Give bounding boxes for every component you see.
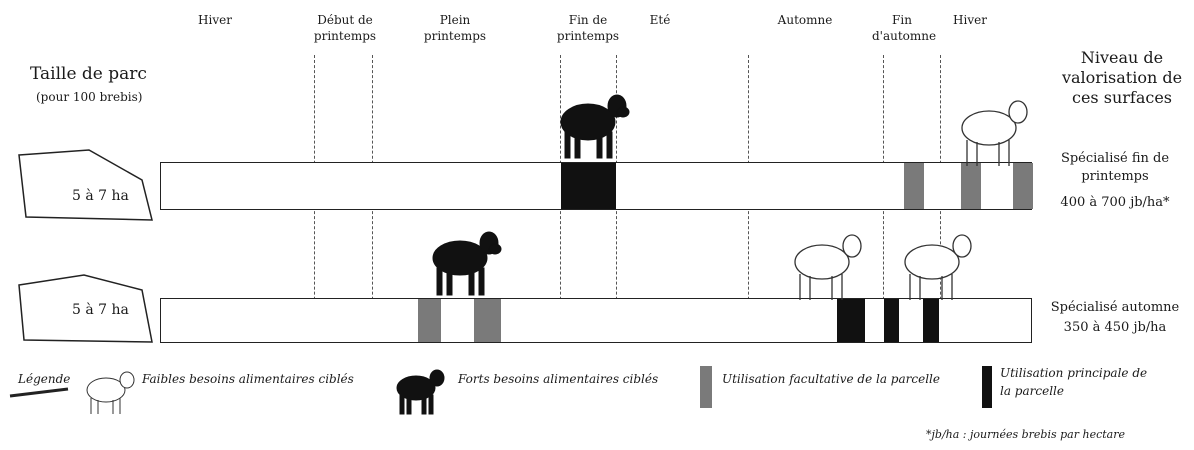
legend-main-swatch bbox=[982, 366, 992, 408]
main-use-segment bbox=[923, 299, 939, 342]
legend-white-sheep-icon bbox=[86, 371, 135, 414]
footnote: *jb/ha : journées brebis par hectare bbox=[926, 428, 1125, 441]
timeline-bar-row1 bbox=[160, 162, 1033, 210]
optional-use-segment bbox=[474, 299, 501, 342]
parcel-area-row2: 5 à 7 ha bbox=[72, 302, 129, 318]
black-sheep-icon bbox=[560, 94, 630, 159]
season-hiver-1: Hiver bbox=[198, 13, 232, 27]
park-size-title: Taille de parc bbox=[30, 64, 147, 84]
legend-strong-needs: Forts besoins alimentaires ciblés bbox=[458, 372, 659, 386]
black-sheep-icon bbox=[432, 231, 502, 296]
parcel-area-row1: 5 à 7 ha bbox=[72, 188, 129, 204]
row1-label-main: Spécialisé fin de printemps bbox=[1060, 151, 1170, 184]
main-use-segment bbox=[884, 299, 899, 342]
legend-underline bbox=[9, 387, 69, 398]
legend-weak-needs: Faibles besoins alimentaires ciblés bbox=[142, 372, 354, 386]
main-use-segment bbox=[837, 299, 865, 342]
season-ete: Eté bbox=[649, 13, 671, 27]
row2-label-value: 350 à 450 jb/ha bbox=[1063, 320, 1167, 335]
season-fin-printemps: Fin de printemps bbox=[556, 13, 620, 43]
parcel-shape-row1 bbox=[18, 149, 153, 221]
white-sheep-icon bbox=[794, 234, 862, 300]
legend-optional-swatch bbox=[700, 366, 712, 408]
season-hiver-2: Hiver bbox=[953, 13, 987, 27]
season-debut-printemps: Début de printemps bbox=[313, 13, 377, 43]
season-fin-automne: Fin d'automne bbox=[872, 13, 937, 43]
season-plein-printemps: Plein printemps bbox=[423, 13, 487, 43]
main-use-segment bbox=[561, 163, 616, 209]
parcel-shape-row2 bbox=[18, 274, 153, 343]
season-automne: Automne bbox=[777, 13, 833, 27]
optional-use-segment bbox=[961, 163, 981, 209]
optional-use-segment bbox=[904, 163, 924, 209]
row2-label-main: Spécialisé automne bbox=[1050, 300, 1180, 315]
park-size-subtitle: (pour 100 brebis) bbox=[36, 90, 143, 104]
legend-black-sheep-icon bbox=[396, 369, 445, 415]
optional-use-segment bbox=[418, 299, 441, 342]
valuation-title: Niveau de valorisation de ces surfaces bbox=[1061, 48, 1183, 107]
timeline-bar-row2 bbox=[160, 298, 1032, 343]
row1-label-value: 400 à 700 jb/ha* bbox=[1060, 195, 1170, 210]
legend-title: Légende bbox=[18, 372, 71, 386]
white-sheep-icon bbox=[961, 100, 1028, 166]
white-sheep-icon bbox=[904, 234, 972, 300]
legend-optional-use: Utilisation facultative de la parcelle bbox=[722, 372, 940, 386]
legend-main-use: Utilisation principale de la parcelle bbox=[1000, 366, 1148, 398]
optional-use-segment bbox=[1013, 163, 1033, 209]
